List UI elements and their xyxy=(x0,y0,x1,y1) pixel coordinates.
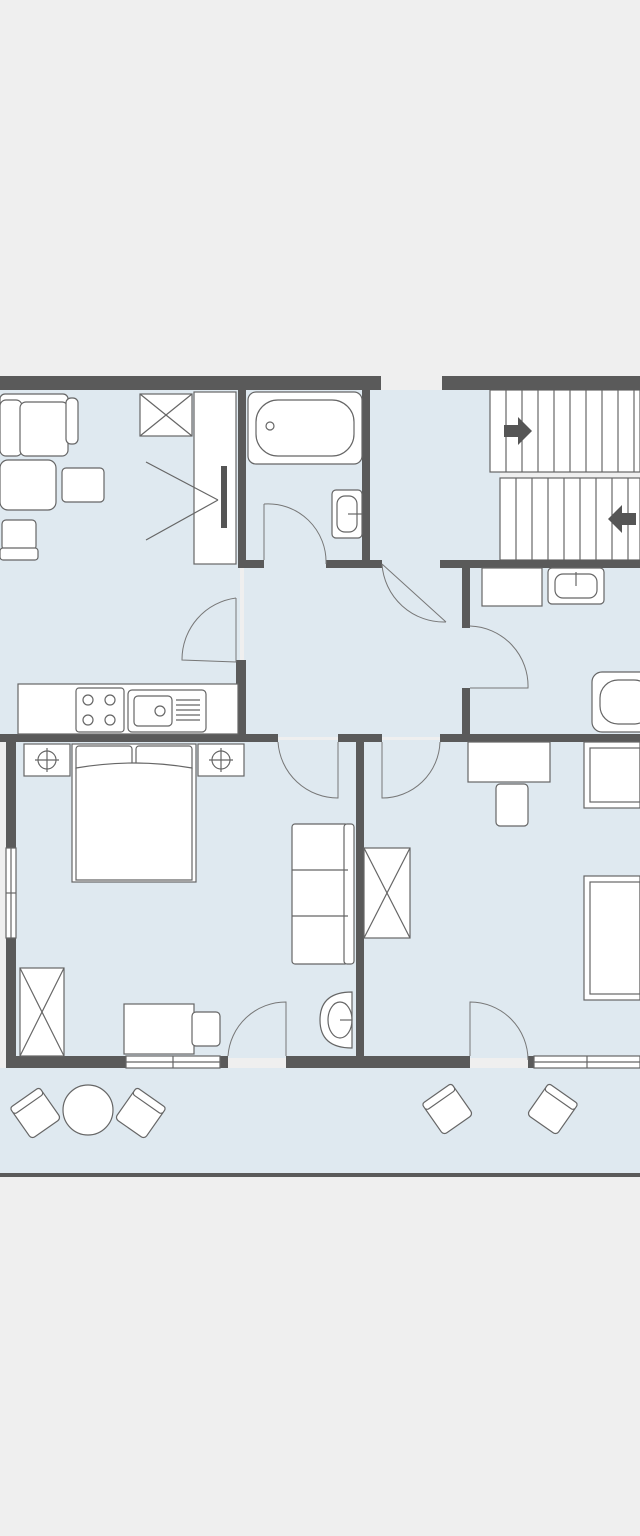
door-swing-icon xyxy=(381,741,441,799)
wall-bath-top-right xyxy=(362,390,370,566)
washbasin-icon xyxy=(547,567,605,605)
windows xyxy=(5,847,640,1069)
wall-left-outer xyxy=(6,742,16,848)
wall-bedroom-left-bottom-a xyxy=(6,1056,126,1068)
armchair-icon xyxy=(115,1087,166,1139)
kitchen-sink-icon xyxy=(127,689,207,733)
floor-hallway-upper xyxy=(368,390,500,564)
round-table-icon xyxy=(62,1084,114,1136)
wall-bedrooms-divider xyxy=(356,742,364,1068)
walls xyxy=(0,376,640,1177)
door-swing-icon xyxy=(469,1001,529,1061)
door-swing-icon xyxy=(263,503,327,565)
wall-bath-bottom-b xyxy=(326,560,382,568)
nightstand-lamp-icon xyxy=(197,743,245,777)
nightstand-icon xyxy=(583,741,640,809)
chair-icon xyxy=(191,1011,221,1047)
living-kitchen-fixtures xyxy=(0,391,239,735)
wall-mid-horizontal-b xyxy=(338,734,382,742)
sofa-icon xyxy=(0,393,79,457)
floor-hallway xyxy=(244,562,466,737)
wall-mid-horizontal-a xyxy=(0,734,278,742)
wall-bedroom-left-bottom-b xyxy=(220,1056,228,1068)
armchair-icon xyxy=(10,1087,61,1139)
bedroom-right-fixtures xyxy=(363,741,640,1001)
desk-icon xyxy=(467,741,551,783)
nightstand-top-icon xyxy=(589,747,640,803)
stair-arrow-icon xyxy=(504,417,532,445)
door-swing-icon xyxy=(469,625,529,689)
swing-lines-icon xyxy=(145,461,219,541)
bathtub-icon xyxy=(591,671,640,733)
wall-hall-right xyxy=(462,562,470,628)
wardrobe-icon xyxy=(139,393,193,437)
wall-top-left xyxy=(0,376,381,390)
wall-stair-bottom xyxy=(440,560,640,568)
armchair-icon xyxy=(422,1083,473,1135)
wardrobe-icon xyxy=(19,967,65,1057)
bathroom-right-fixtures xyxy=(481,567,640,733)
doors xyxy=(181,503,529,1061)
desk-icon xyxy=(123,1003,195,1055)
wall-top-right xyxy=(442,376,640,390)
bed-icon xyxy=(583,875,640,1001)
wall-balcony-bottom xyxy=(0,1173,640,1177)
bathroom-cabinet-icon xyxy=(481,567,543,607)
wall-bedroom-left-bottom-c xyxy=(286,1056,470,1068)
wall-kitchen-bath-lower xyxy=(236,660,246,740)
window-icon xyxy=(125,1055,221,1069)
chair-icon xyxy=(0,519,39,561)
wardrobe-icon xyxy=(363,847,411,939)
wall-mid-horizontal-c xyxy=(440,734,640,742)
door-swing-icon xyxy=(181,597,237,663)
door-swing-icon xyxy=(381,563,447,623)
built-in-cabinet-icon xyxy=(193,391,237,565)
door-swing-icon xyxy=(277,741,339,799)
wall-kitchen-bath xyxy=(238,390,246,568)
staircase xyxy=(489,389,640,561)
bed-icon xyxy=(71,743,197,883)
stair-arrow-icon xyxy=(608,505,636,533)
bathroom-top-fixtures xyxy=(247,391,363,539)
door-swing-icon xyxy=(227,1001,287,1057)
wall-bath-bottom xyxy=(246,560,264,568)
washbasin-icon xyxy=(319,991,353,1049)
balcony-fixtures xyxy=(10,1083,578,1139)
armchair-icon xyxy=(527,1083,578,1135)
chair-icon xyxy=(495,783,529,827)
window-icon xyxy=(533,1055,640,1069)
wall-left-outer-lower xyxy=(6,938,16,1068)
bedroom-left-fixtures xyxy=(19,743,355,1057)
armchair-icon xyxy=(0,459,57,511)
sofa-icon xyxy=(291,823,355,965)
wall-bedroom-right-bottom-a xyxy=(528,1056,534,1068)
wall-hall-right-lower xyxy=(462,688,470,738)
chair-icon xyxy=(61,467,105,503)
window-icon xyxy=(5,847,17,939)
stove-icon xyxy=(75,687,125,733)
cabinet-handle-icon xyxy=(221,466,227,528)
bathtub-icon xyxy=(247,391,363,465)
nightstand-lamp-icon xyxy=(23,743,71,777)
washbasin-icon xyxy=(331,489,363,539)
